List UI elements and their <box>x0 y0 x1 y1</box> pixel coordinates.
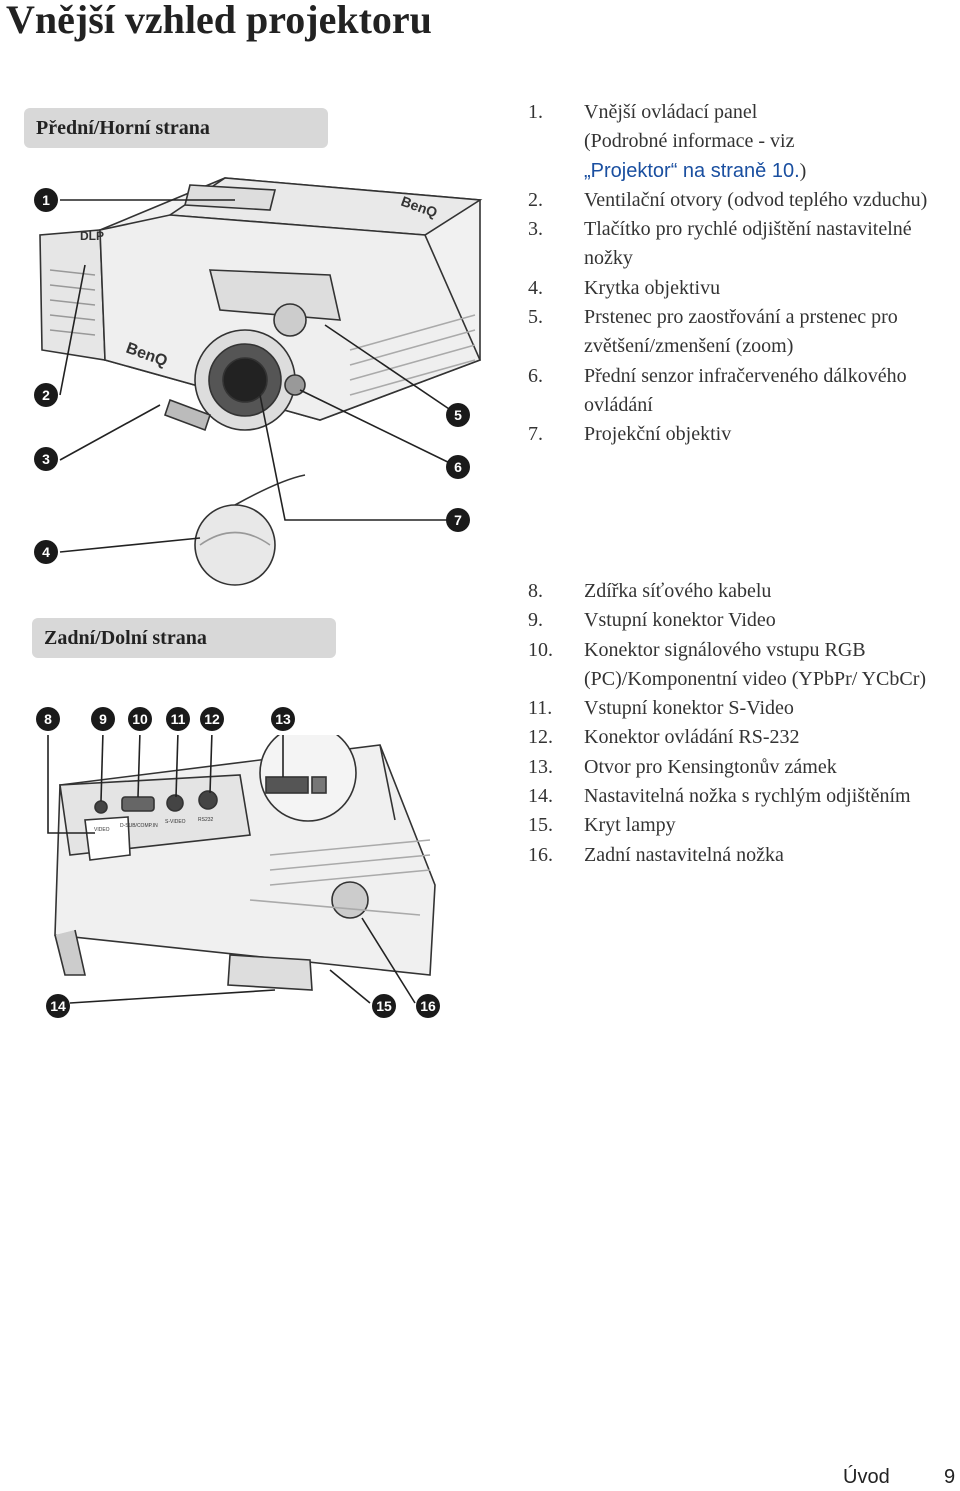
callout-2: 2 <box>34 383 58 407</box>
item-number: 15. <box>528 814 553 837</box>
item-text: Projekční objektiv <box>584 423 732 446</box>
item-number: 8. <box>528 580 543 602</box>
item-number: 10. <box>528 638 553 661</box>
callout-13: 13 <box>271 707 295 731</box>
item-number: 9. <box>528 609 543 632</box>
footer-section: Úvod <box>843 1466 890 1488</box>
list-item: 5. Prstenec pro zaostřování a prstenec pr… <box>528 303 938 362</box>
list-item: 7. Projekční objektiv <box>528 420 938 449</box>
rs232-port-label: RS232 <box>198 817 214 823</box>
item-number: 2. <box>528 188 543 211</box>
callout-16: 16 <box>416 994 440 1018</box>
item-text: Krytka objektivu <box>584 276 721 299</box>
callout-1: 1 <box>34 188 58 212</box>
callout-8: 8 <box>36 707 60 731</box>
callout-3: 3 <box>34 447 58 471</box>
list-item: 2. Ventilační otvory (odvod teplého vzduc… <box>528 186 938 215</box>
item-number: 13. <box>528 755 553 778</box>
list-item: 12. Konektor ovládání RS-232 <box>528 723 938 752</box>
list-item: 9. Vstupní konektor Video <box>528 606 938 635</box>
callout-10: 10 <box>128 707 152 731</box>
list-item: 11. Vstupní konektor S-Video <box>528 694 938 723</box>
item-number: 4. <box>528 276 543 299</box>
item-text: Nastavitelná nožka s rychlým odjištěním <box>584 785 911 808</box>
callout-15: 15 <box>372 994 396 1018</box>
dlp-logo: DLP <box>80 229 104 243</box>
callout-7: 7 <box>446 508 470 532</box>
callout-4: 4 <box>34 540 58 564</box>
item-number: 3. <box>528 218 543 241</box>
page-title: Vnější vzhled projektoru <box>6 0 432 42</box>
svideo-port-label: S-VIDEO <box>165 819 186 825</box>
item-text: Otvor pro Kensingtonův zámek <box>584 755 837 778</box>
item-text: Zdířka síťového kabelu <box>584 580 772 602</box>
rear-parts-list: 8. Zdířka síťového kabelu 9. Vstupní konek… <box>528 577 938 870</box>
list-item: 13. Otvor pro Kensingtonův zámek <box>528 753 938 782</box>
front-parts-list: 1. Vnější ovládací panel (Podrobné infor… <box>528 98 938 450</box>
callout-5: 5 <box>446 403 470 427</box>
projector-rear-illustration: VIDEO D-SUB/COMP.IN S-VIDEO RS232 <box>47 735 436 1004</box>
list-item: 3. Tlačítko pro rychlé odjištění nastavit… <box>528 215 938 274</box>
callout-6: 6 <box>446 455 470 479</box>
item-text-line2: (Podrobné informace - viz <box>584 130 795 153</box>
item-number: 11. <box>528 697 553 720</box>
section-label-front: Přední/Horní strana <box>24 108 328 148</box>
item-text: Zadní nastavitelná nožka <box>584 843 784 866</box>
item-number: 14. <box>528 785 553 808</box>
list-item: 10. Konektor signálového vstupu RGB (PC)/… <box>528 636 938 695</box>
callout-12: 12 <box>200 707 224 731</box>
item-text: Prstenec pro zaostřování a prstenec pro … <box>584 306 898 358</box>
item-text: Konektor ovládání RS-232 <box>584 726 800 749</box>
item-number: 7. <box>528 423 543 446</box>
video-port-label: VIDEO <box>94 827 110 833</box>
item-text: Tlačítko pro rychlé odjištění nastavitel… <box>584 218 912 270</box>
item-number: 1. <box>528 101 543 123</box>
callout-11: 11 <box>166 707 190 731</box>
item-text: Vnější ovládací panel <box>584 101 758 123</box>
projector-front-illustration: BenQ BenQ DLP <box>39 177 483 586</box>
item-number: 5. <box>528 306 543 329</box>
item-text: Přední senzor infračerveného dálkového o… <box>584 364 907 416</box>
list-item: 16. Zadní nastavitelná nožka <box>528 841 938 870</box>
page-number: 9 <box>944 1466 956 1488</box>
item-text: Ventilační otvory (odvod teplého vzduchu… <box>584 188 928 211</box>
item-number: 16. <box>528 843 553 866</box>
dsub-port-label: D-SUB/COMP.IN <box>120 823 158 829</box>
item-number: 6. <box>528 364 543 387</box>
callout-9: 9 <box>91 707 115 731</box>
list-item: 1. Vnější ovládací panel (Podrobné infor… <box>528 98 938 186</box>
item-number: 12. <box>528 726 553 749</box>
callout-14: 14 <box>46 994 70 1018</box>
list-item: 8. Zdířka síťového kabelu <box>528 577 938 606</box>
item-text: Vstupní konektor Video <box>584 609 776 632</box>
page-reference-link[interactable]: „Projektor“ na straně 10. <box>584 159 800 182</box>
item-text: Kryt lampy <box>584 814 676 837</box>
item-text-after: ) <box>799 159 807 182</box>
list-item: 4. Krytka objektivu <box>528 274 938 303</box>
list-item: 6. Přední senzor infračerveného dálkového… <box>528 362 938 421</box>
item-text: Vstupní konektor S-Video <box>584 697 794 720</box>
section-label-rear: Zadní/Dolní strana <box>32 618 336 658</box>
list-item: 15. Kryt lampy <box>528 811 938 840</box>
item-text: Konektor signálového vstupu RGB (PC)/Kom… <box>584 638 927 690</box>
list-item: 14. Nastavitelná nožka s rychlým odjištěn… <box>528 782 938 811</box>
